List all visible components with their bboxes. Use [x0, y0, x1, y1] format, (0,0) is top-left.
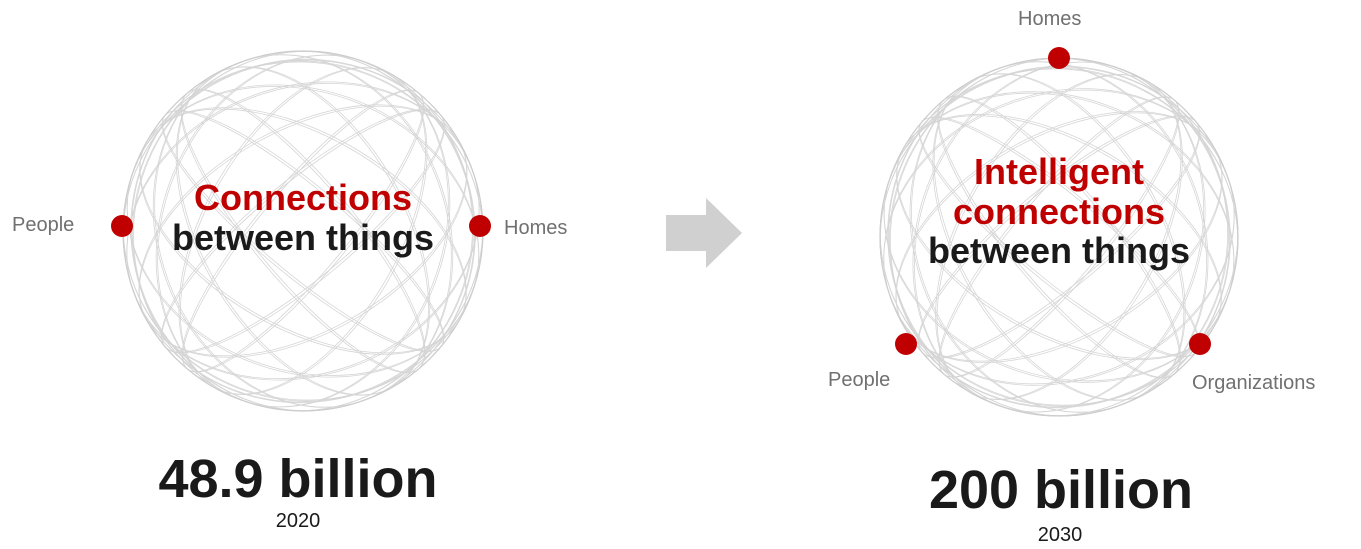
right-people-label: People — [828, 369, 891, 391]
right-title-dark: between things — [927, 230, 1191, 272]
left-value: 48.9 billion — [158, 449, 438, 509]
right-value: 200 billion — [928, 460, 1194, 520]
left-people-node — [111, 215, 133, 237]
right-organizations-label: Organizations — [1192, 372, 1316, 394]
left-homes-node — [469, 215, 491, 237]
left-people-label: People — [12, 214, 75, 236]
left-center-title: Connections between things — [133, 178, 473, 257]
right-people-node — [895, 333, 917, 355]
left-homes-label: Homes — [504, 217, 568, 239]
right-homes-node — [1048, 47, 1070, 69]
left-year: 2020 — [275, 510, 321, 532]
left-title-red: Connections — [193, 177, 412, 218]
right-homes-label: Homes — [1018, 8, 1082, 30]
right-center-title: Intelligent connections between things — [889, 152, 1229, 271]
right-year: 2030 — [1037, 524, 1083, 546]
right-organizations-node — [1189, 333, 1211, 355]
left-title-dark: between things — [171, 216, 435, 258]
right-title-red-line2: connections — [952, 190, 1166, 232]
right-arrow-icon — [666, 198, 742, 268]
right-title-red-line1: Intelligent — [974, 151, 1144, 192]
